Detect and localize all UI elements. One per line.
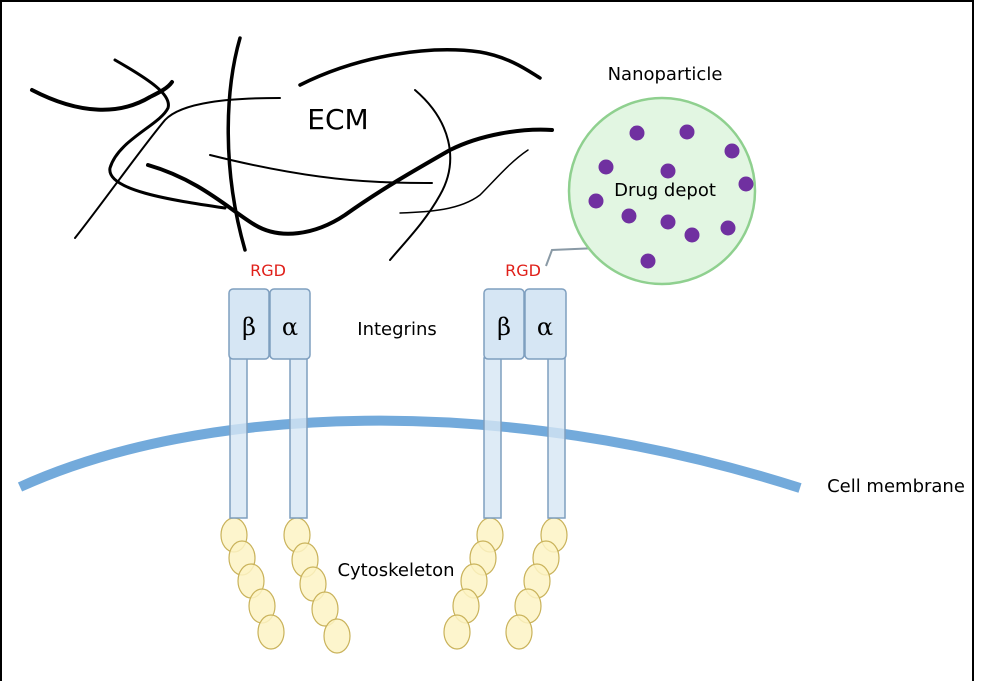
ecm-fiber: [146, 127, 554, 236]
actin-subunit: [311, 591, 339, 627]
integrin-right-beta-label: β: [497, 313, 511, 341]
nanoparticle-sphere: [567, 96, 757, 286]
drug-dot: [679, 124, 695, 140]
cell-membrane-label: Cell membrane: [827, 476, 965, 497]
actin-filament-left-beta: [220, 517, 285, 650]
nanoparticle-linker: [545, 247, 599, 267]
integrin-left-beta-label: β: [242, 313, 256, 341]
integrin-left-beta-head: [228, 288, 270, 360]
ecm-fiber: [108, 58, 227, 210]
drug-dot: [684, 227, 700, 243]
cytoskeleton: [220, 517, 568, 654]
integrin-right-beta-head: [483, 288, 525, 360]
ecm-fiber: [298, 48, 542, 87]
drug-dot: [660, 163, 676, 179]
integrin-left: [228, 288, 311, 519]
integrin-right-alpha-head: [524, 288, 567, 360]
integrin-right-beta-stalk: [483, 357, 502, 519]
ecm-fiber-network: [30, 36, 554, 261]
integrin-right: [483, 288, 567, 519]
drug-molecules: [588, 124, 754, 269]
ecm-fiber: [30, 80, 174, 112]
ecm-label: ECM: [307, 103, 368, 136]
actin-subunit: [443, 614, 471, 650]
integrin-right-alpha-label: α: [537, 313, 553, 341]
integrin-left-beta-stalk: [229, 357, 248, 519]
integrin-right-rgd-label: RGD: [505, 261, 541, 280]
drug-dot: [720, 220, 736, 236]
drug-dot: [738, 176, 754, 192]
actin-filament-right-alpha: [505, 517, 568, 650]
actin-subunit: [323, 618, 351, 654]
integrin-left-alpha-label: α: [282, 313, 298, 341]
ecm-fiber: [399, 149, 529, 214]
drug-dot: [640, 253, 656, 269]
actin-filament-left-alpha: [283, 517, 351, 654]
integrin-left-rgd-label: RGD: [250, 261, 286, 280]
nanoparticle-label: Nanoparticle: [608, 64, 723, 85]
integrin-left-alpha-stalk: [289, 357, 308, 519]
drug-dot: [660, 214, 676, 230]
actin-subunit: [257, 614, 285, 650]
ecm-fiber: [74, 97, 281, 239]
drug-dot: [621, 208, 637, 224]
ecm-fiber: [226, 36, 247, 252]
ecm-fiber: [389, 89, 452, 261]
drug-dot: [588, 193, 604, 209]
cell-membrane: [17, 415, 802, 493]
cytoskeleton-label: Cytoskeleton: [337, 560, 454, 581]
actin-subunit: [505, 614, 533, 650]
actin-filament-right-beta: [443, 517, 504, 650]
ecm-fiber: [209, 154, 433, 184]
integrins-label: Integrins: [357, 319, 436, 340]
integrin-left-alpha-head: [269, 288, 311, 360]
drug-depot-label: Drug depot: [614, 180, 716, 201]
drug-dot: [629, 125, 645, 141]
drug-dot: [724, 143, 740, 159]
drug-dot: [598, 159, 614, 175]
integrin-right-alpha-stalk: [547, 357, 566, 519]
